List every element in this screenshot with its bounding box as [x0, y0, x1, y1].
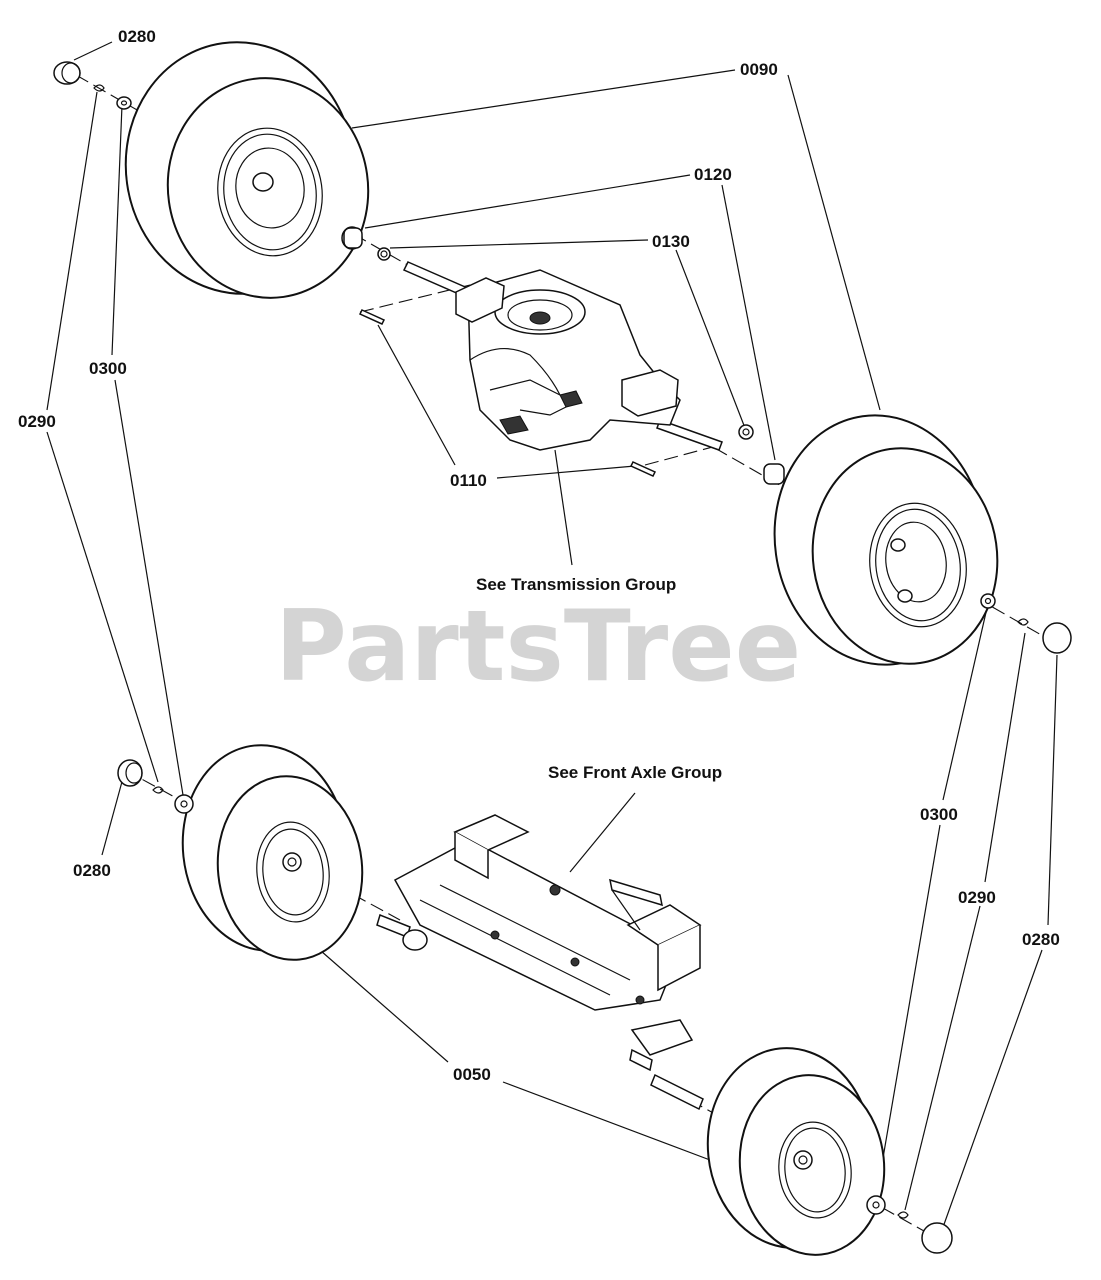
callout-0290-left: 0290 [18, 412, 56, 431]
callout-0300-left: 0300 [89, 359, 127, 378]
callout-0290-right: 0290 [958, 888, 996, 907]
transmission-assembly [402, 261, 723, 451]
small-parts [53, 61, 1072, 1254]
callout-0280-right: 0280 [1022, 930, 1060, 949]
callout-0090: 0090 [740, 60, 778, 79]
front-wheel-left [181, 744, 364, 961]
rear-wheel-left [124, 41, 370, 299]
callout-0280-top: 0280 [118, 27, 156, 46]
callout-0050: 0050 [453, 1065, 491, 1084]
front-axle-assembly [376, 814, 704, 1111]
watermark-text: PartsTree [275, 590, 801, 704]
callout-0120: 0120 [694, 165, 732, 184]
note-front-axle-group: See Front Axle Group [548, 763, 722, 782]
callout-0130: 0130 [652, 232, 690, 251]
leader-lines [46, 41, 1058, 1231]
callout-0280-left: 0280 [73, 861, 111, 880]
rear-wheel-right [773, 414, 999, 666]
note-transmission-group: See Transmission Group [476, 575, 676, 594]
callout-0300-right: 0300 [920, 805, 958, 824]
callout-0110: 0110 [450, 471, 487, 490]
front-wheel-right [706, 1047, 886, 1256]
